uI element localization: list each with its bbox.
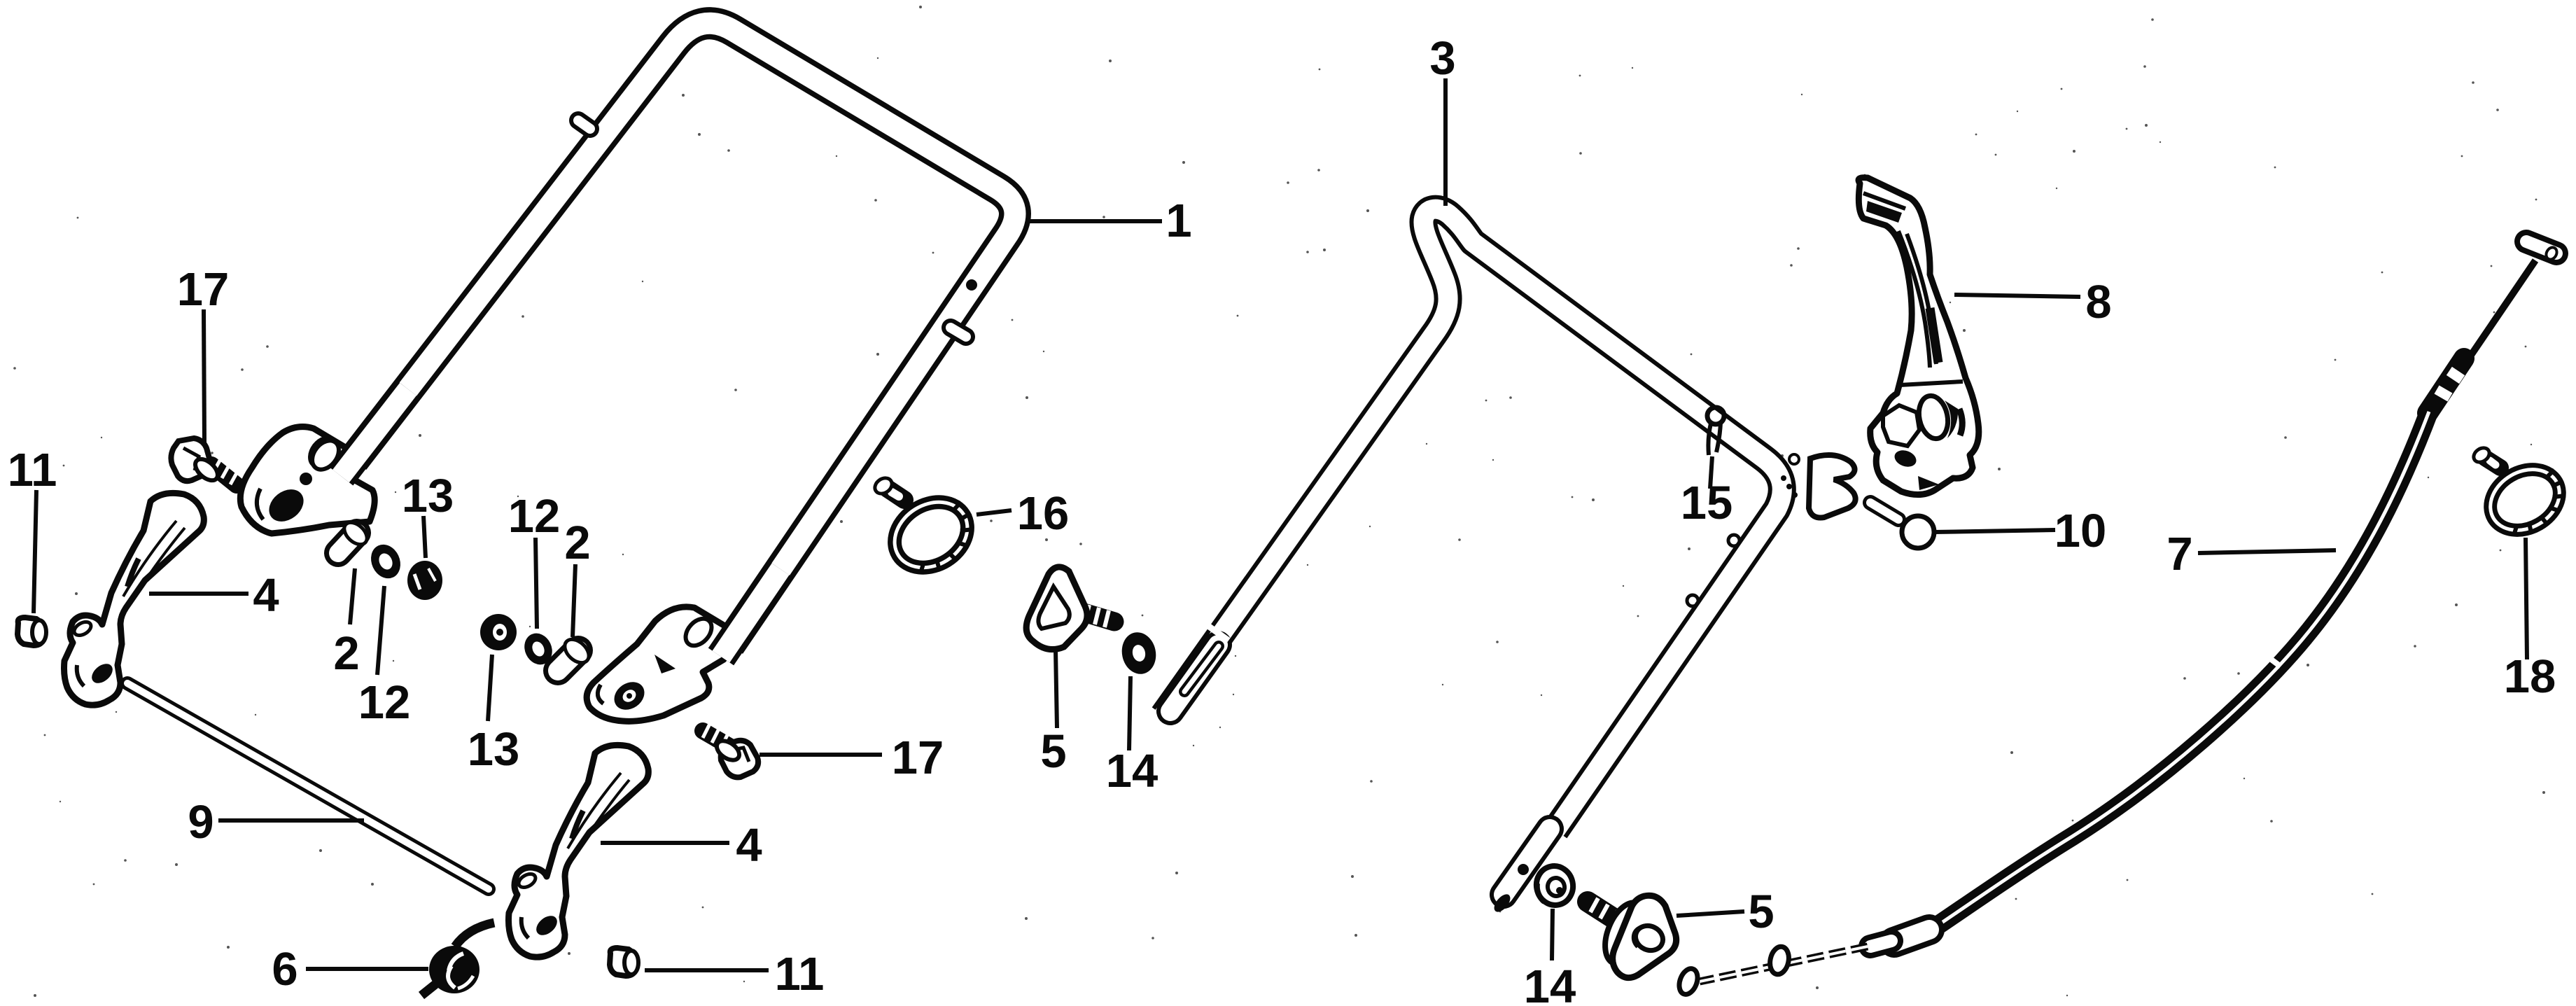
svg-text:5: 5: [1040, 725, 1066, 778]
svg-text:11: 11: [775, 948, 825, 1000]
svg-text:10: 10: [2054, 505, 2107, 557]
svg-text:2: 2: [333, 627, 359, 680]
svg-text:5: 5: [1748, 886, 1774, 938]
svg-text:9: 9: [188, 796, 214, 848]
svg-text:17: 17: [892, 732, 944, 784]
svg-text:2: 2: [564, 517, 590, 569]
svg-text:12: 12: [358, 676, 411, 729]
svg-text:15: 15: [1681, 477, 1733, 529]
svg-text:7: 7: [2166, 528, 2192, 580]
svg-text:4: 4: [736, 819, 762, 872]
svg-text:8: 8: [2085, 276, 2111, 328]
svg-text:12: 12: [508, 490, 561, 543]
svg-text:11: 11: [8, 444, 57, 496]
svg-text:1: 1: [1166, 195, 1191, 247]
svg-text:13: 13: [468, 723, 520, 776]
svg-text:14: 14: [1524, 960, 1576, 1006]
svg-text:13: 13: [402, 470, 454, 522]
svg-text:16: 16: [1017, 487, 1070, 540]
svg-text:14: 14: [1106, 745, 1158, 797]
svg-text:6: 6: [272, 943, 298, 995]
svg-text:3: 3: [1429, 32, 1455, 85]
svg-text:17: 17: [177, 263, 230, 316]
svg-text:4: 4: [253, 569, 279, 622]
svg-text:18: 18: [2504, 650, 2556, 703]
